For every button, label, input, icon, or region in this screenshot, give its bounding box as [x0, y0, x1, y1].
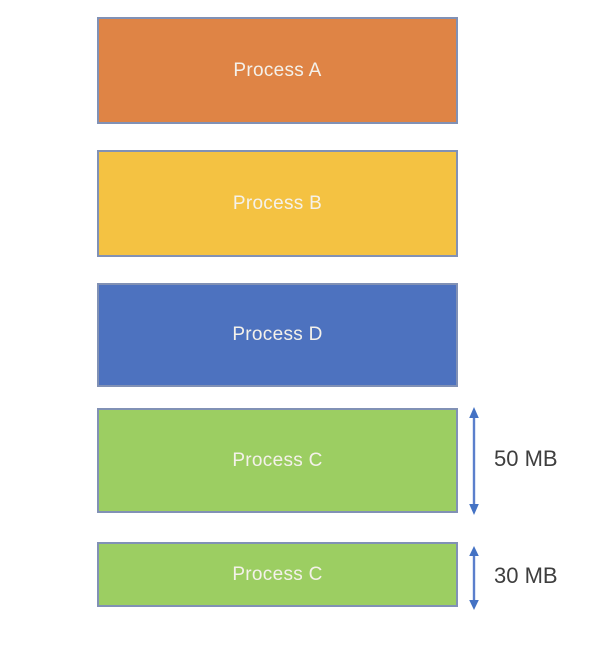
process-block-c-30mb-label: Process C	[232, 563, 323, 585]
free-memory-block	[97, 605, 458, 645]
height-arrow-30mb-icon	[469, 546, 479, 610]
process-block-c-50mb: Process C	[97, 408, 458, 513]
process-block-b: Process B	[97, 150, 458, 257]
process-block-d: Process D	[97, 283, 458, 387]
height-arrow-50mb-icon	[469, 407, 479, 515]
process-block-c-30mb: Process C	[97, 542, 458, 607]
process-block-a-label: Process A	[233, 59, 322, 81]
process-block-a: Process A	[97, 17, 458, 124]
measurement-label-50mb: 50 MB	[494, 446, 558, 471]
measurement-label-30mb: 30 MB	[494, 563, 558, 588]
process-block-b-label: Process B	[232, 192, 323, 214]
process-block-d-label: Process D	[232, 324, 323, 345]
process-block-c-50mb-label: Process C	[232, 449, 323, 471]
